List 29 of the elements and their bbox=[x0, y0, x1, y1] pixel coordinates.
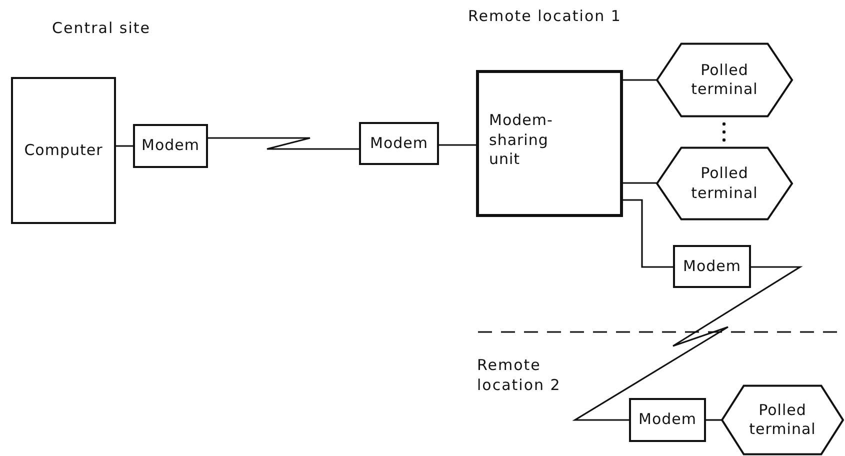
connector-line bbox=[208, 137, 359, 150]
node-label: Modem bbox=[370, 134, 428, 154]
process-box bbox=[629, 398, 706, 442]
process-box bbox=[476, 70, 623, 217]
node-label: Polled terminal bbox=[690, 60, 759, 100]
process-box bbox=[359, 122, 439, 165]
section-heading: Remote location 2 bbox=[477, 355, 562, 396]
connector-line bbox=[572, 266, 803, 421]
terminal-hexagon bbox=[657, 147, 792, 220]
terminal-hexagon bbox=[722, 385, 843, 455]
node-label: Polled terminal bbox=[748, 400, 817, 440]
node-label: Modem bbox=[683, 256, 741, 276]
section-heading: Central site bbox=[52, 18, 152, 38]
section-heading: Remote location 1 bbox=[468, 6, 622, 26]
process-box bbox=[673, 245, 751, 288]
connector-line bbox=[439, 144, 476, 146]
node-label: Computer bbox=[24, 140, 103, 160]
connector-line bbox=[116, 145, 133, 147]
node-label: Polled terminal bbox=[690, 164, 759, 203]
connector-line bbox=[706, 419, 722, 421]
node-label: Modem bbox=[638, 410, 696, 430]
connector-line bbox=[623, 199, 673, 268]
node-label: Modem-sharing unit bbox=[489, 111, 554, 170]
terminal-hexagon bbox=[657, 43, 792, 117]
node-label: Modem bbox=[142, 136, 200, 156]
connector-line bbox=[623, 182, 657, 184]
connector-line bbox=[623, 79, 657, 81]
process-box bbox=[133, 124, 208, 168]
process-box bbox=[11, 77, 116, 224]
